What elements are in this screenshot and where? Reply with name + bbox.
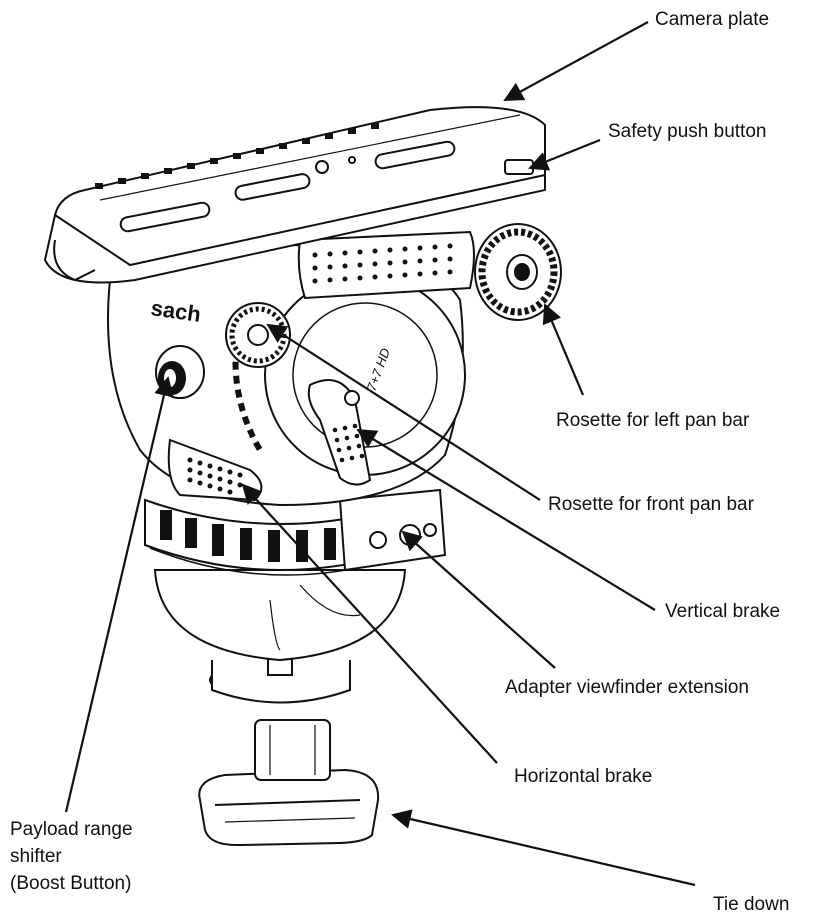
rosette-front: [225, 302, 291, 368]
arrow-adapter-viewfinder: [401, 530, 556, 669]
adapter-viewfinder-extension: [338, 488, 447, 572]
label-adapter-viewfinder: Adapter viewfinder extension: [505, 677, 749, 698]
label-payload-range-line3: (Boost Button): [10, 873, 132, 894]
arrow-rosette-left: [542, 303, 585, 396]
arrow-horizontal-brake: [241, 483, 498, 764]
boost-button: [155, 345, 205, 399]
arrow-safety-push-button: [528, 138, 601, 171]
arrow-vertical-brake: [356, 428, 656, 611]
label-rosette-left: Rosette for left pan bar: [556, 410, 750, 431]
vertical-brake-lever: [307, 379, 372, 486]
safety-push-button: [504, 159, 534, 175]
arrow-rosette-front: [266, 323, 541, 501]
label-horizontal-brake: Horizontal brake: [514, 766, 653, 787]
arrow-payload-range: [64, 376, 174, 813]
label-payload-range-line2: shifter: [10, 846, 62, 867]
label-payload-range-line1: Payload range: [10, 819, 133, 840]
label-safety-push-button: Safety push button: [608, 121, 767, 142]
arrow-camera-plate: [503, 21, 649, 101]
label-vertical-brake: Vertical brake: [665, 601, 781, 622]
tie-down-knob: [198, 719, 380, 847]
label-rosette-front: Rosette for front pan bar: [548, 494, 754, 515]
arrow-tie-down: [391, 809, 696, 887]
rosette-left: [474, 223, 562, 321]
label-tie-down: Tie down: [713, 894, 790, 915]
label-camera-plate: Camera plate: [655, 9, 770, 30]
bowl: [153, 569, 407, 704]
camera-plate: [43, 106, 546, 284]
grip-bar: [297, 230, 475, 300]
leader-lines: [64, 21, 696, 887]
